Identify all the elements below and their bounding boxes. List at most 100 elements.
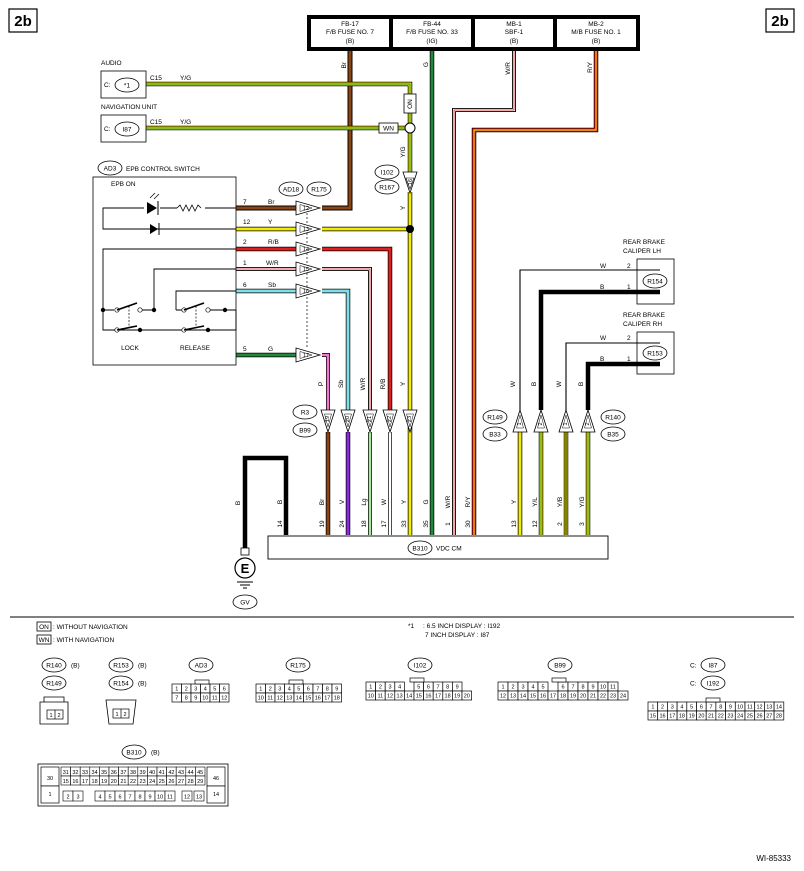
connector-pin: 14 [517,690,529,701]
pin-label: 7 [436,685,439,691]
junction-terminal: 19 [320,409,336,434]
pin-label: 17 [303,353,309,359]
svg-text:WN: WN [383,126,394,133]
pin-label: 15 [63,779,69,785]
connector-pin: 2 [375,681,386,692]
svg-text:CALIPER LH: CALIPER LH [623,248,661,255]
pin-label: 21 [367,416,373,422]
pin-label: 20 [345,416,351,422]
fuse-1-line1: FB-17 [341,21,359,28]
pin-label: 1 [517,422,523,425]
junction-terminal: 14 [295,241,322,257]
svg-text:B310: B310 [126,750,142,757]
navigation-unit: NAVIGATION UNIT C: I87 C15 Y/G [100,104,191,143]
connector-pin: 17 [79,775,91,786]
connector-pin: 17 [547,690,559,701]
svg-text:WN: WN [39,637,50,644]
connector-pin: 6 [423,681,434,692]
pin-label: 14 [406,694,412,700]
svg-text:B33: B33 [489,432,501,439]
pin-label: 15 [530,694,536,700]
pin-label: 2 [538,422,544,425]
pin-label: 3 [194,687,197,693]
flag-wn: WN [378,122,399,134]
connector-pin: 21 [587,690,599,701]
connector-pin: 13 [764,701,775,712]
svg-text:2: 2 [123,712,126,718]
caliper-wire-w1: W [510,380,517,387]
pin-label: 18 [445,694,451,700]
connector-pin: 1 [497,681,509,692]
connector-pin: 2 [657,701,668,712]
pin-label: 17 [435,694,441,700]
pin-label: 21 [590,694,596,700]
svg-text:G: G [268,346,273,353]
connector-pin: 9 [587,681,599,692]
pin-label: 11 [267,696,273,702]
pin-label: 34 [92,770,98,776]
pin-label: 18 [679,714,685,720]
svg-text:1: 1 [627,284,631,291]
pin-label: 5 [417,685,420,691]
svg-text:R140: R140 [605,415,621,422]
connector-pin: 8 [322,683,333,694]
fuse-4-line2: M/B FUSE NO. 1 [571,29,621,36]
connector-pin: 11 [375,690,386,701]
connector-pin: 3 [667,701,678,712]
junction-terminal: 2 [580,408,596,433]
caliper-wire-b2: B [578,382,585,386]
pin-label: 9 [335,687,338,693]
vdc-wire-color: V [339,499,346,504]
svg-text:(B): (B) [71,663,80,670]
svg-text:W/R: W/R [266,260,279,267]
audio-conn: *1 [124,83,131,90]
connector-pin: 15 [647,710,659,721]
svg-text:C:: C: [104,126,111,133]
connector-pin: 36 [108,766,119,777]
pin-label: 15 [650,714,656,720]
svg-text:B35: B35 [607,432,619,439]
svg-text:R153: R153 [113,663,129,670]
connector-pin: 18 [557,690,569,701]
pin-label: 9 [591,685,594,691]
connector-pin: 4 [200,683,211,694]
pin-label: 39 [140,770,146,776]
pin-label: 7 [128,795,131,801]
pin-label: 21 [120,779,126,785]
connector-pin: 14 [293,692,304,703]
svg-text:: 6.5 INCH DISPLAY : I192: : 6.5 INCH DISPLAY : I192 [423,623,500,630]
pin-label: 7 [316,687,319,693]
pin-label: 44 [188,770,194,776]
legend: ON : WITHOUT NAVIGATION WN : WITH NAVIGA… [36,621,500,645]
svg-text:C:: C: [104,82,111,89]
pin-label: 23 [140,779,146,785]
svg-text:Y: Y [268,219,273,226]
svg-text:2: 2 [243,239,247,246]
connector-pin: 28 [185,775,196,786]
fuse-3-line1: MB-1 [506,21,522,28]
pin-label: 8 [185,696,188,702]
pin-label: 7 [175,696,178,702]
svg-text:Br: Br [268,199,275,206]
connector-pin: 7 [124,790,136,802]
connector-pin: 11 [607,681,619,692]
pin-label: 28 [188,779,194,785]
pin-label: 20 [464,694,470,700]
pin-label: 10 [258,696,264,702]
fuse-1-line2: F/B FUSE NO. 7 [326,29,374,36]
pin-label: 20 [111,779,117,785]
pin-label: 8 [326,687,329,693]
connector-pin: 17 [322,692,333,703]
svg-text:1: 1 [115,712,118,718]
svg-text:2: 2 [627,335,631,342]
pin-label: 4 [398,685,401,691]
svg-text:R/B: R/B [380,379,387,390]
pin-label: 6 [427,685,430,691]
connector-pin: 19 [686,710,697,721]
caliper-lh: REAR BRAKE CALIPER LH R154 2 W 1 B [600,239,675,305]
pin-label: 3 [521,685,524,691]
pin-label: 9 [729,705,732,711]
pin-label: 32 [72,770,78,776]
svg-text:W/R: W/R [360,377,367,390]
connector-pin: 4 [94,790,106,802]
